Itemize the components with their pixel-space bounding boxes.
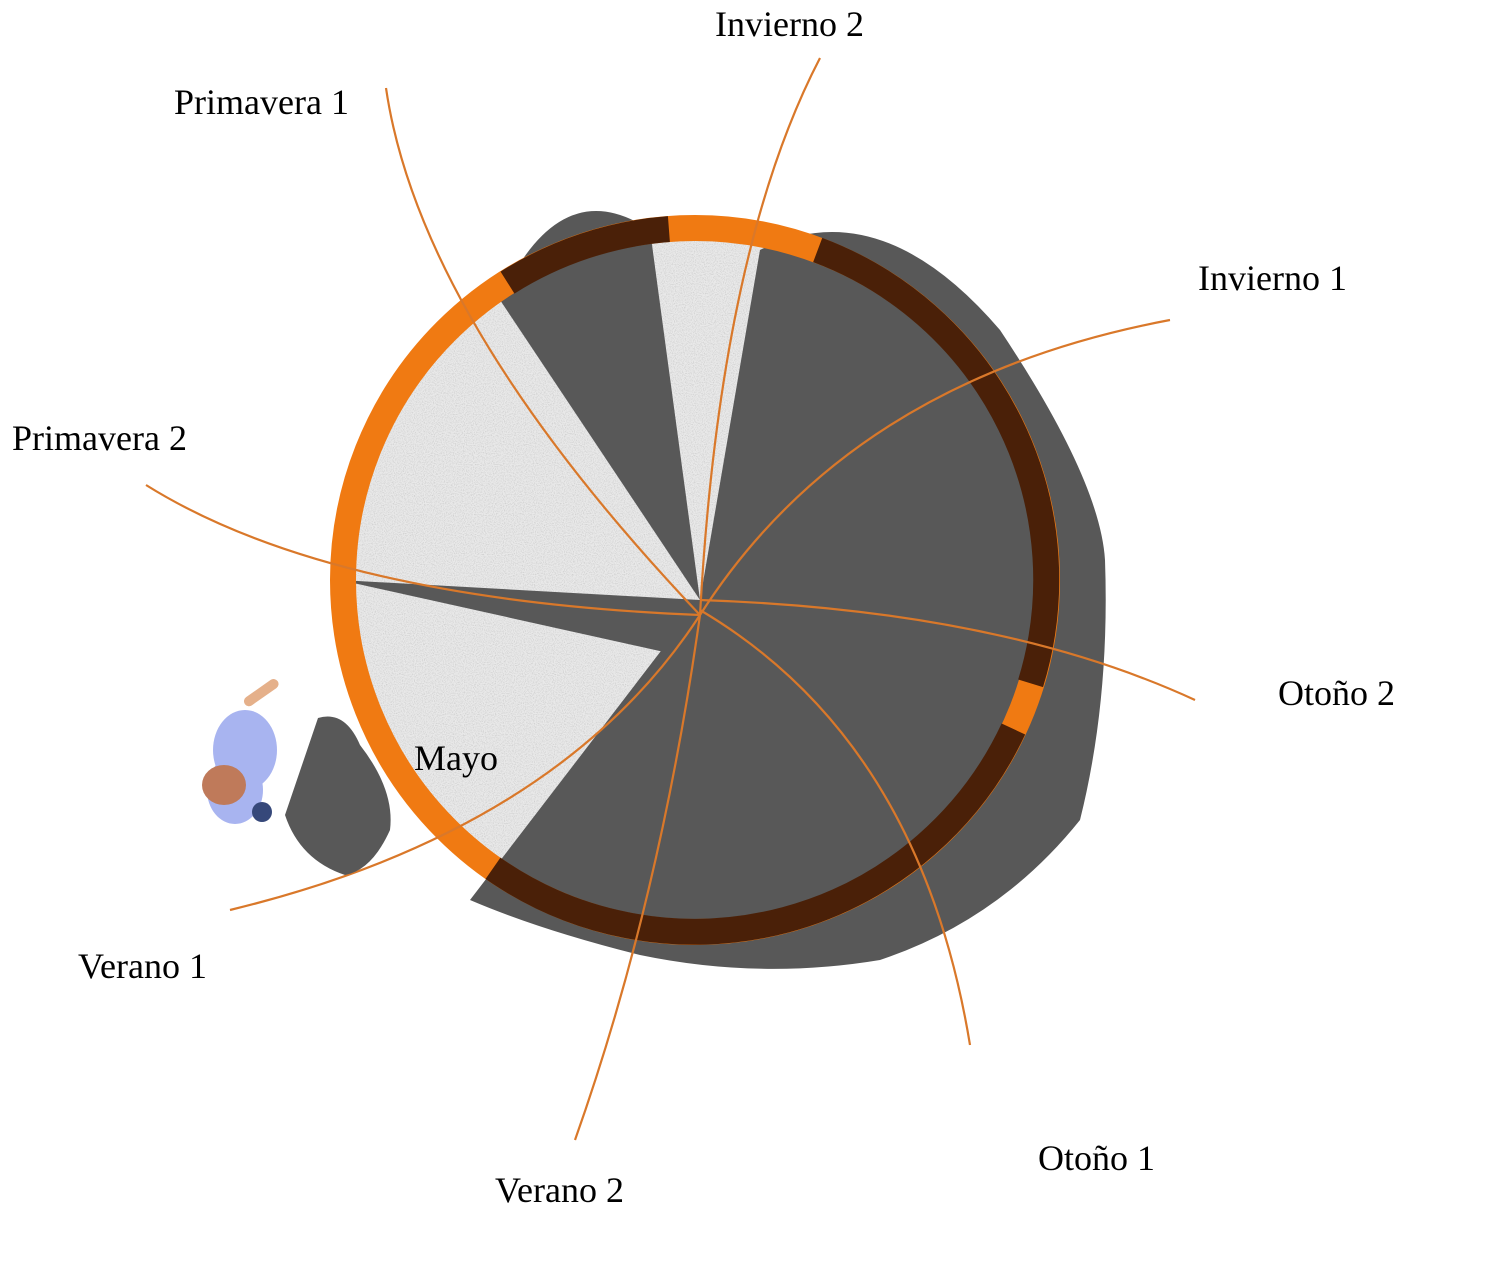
label-otono-1: Otoño 1 [1038, 1138, 1155, 1178]
label-primavera-2: Primavera 2 [12, 418, 187, 458]
label-invierno-2: Invierno 2 [715, 4, 864, 44]
person-icon [202, 679, 391, 875]
label-primavera-1: Primavera 1 [174, 82, 349, 122]
label-verano-2: Verano 2 [495, 1170, 624, 1210]
label-mayo: Mayo [414, 738, 498, 778]
label-verano-1: Verano 1 [78, 946, 207, 986]
shadow-mass [340, 211, 1106, 969]
label-otono-2: Otoño 2 [1278, 673, 1395, 713]
sun-paths [145, 57, 1196, 1141]
ring-shadow [485, 216, 1060, 945]
label-invierno-1: Invierno 1 [1198, 258, 1347, 298]
